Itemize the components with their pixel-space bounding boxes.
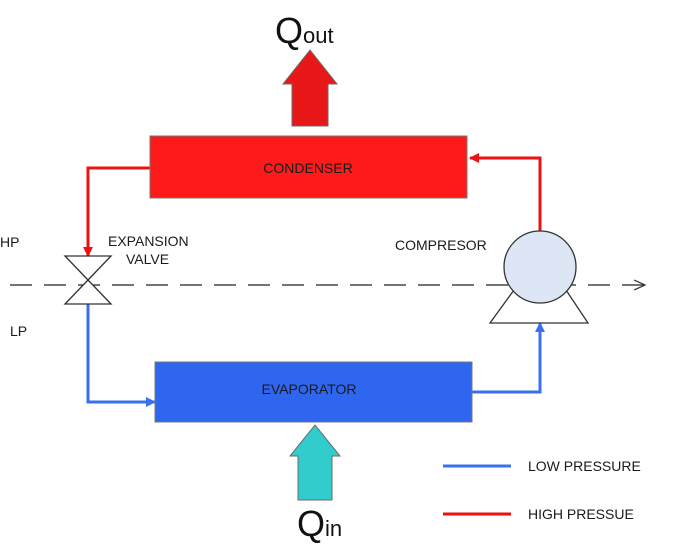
legend: LOW PRESSURE HIGH PRESSUE <box>443 458 641 522</box>
evaporator-box <box>154 361 473 423</box>
q-out-arrow <box>281 49 339 127</box>
legend-low-pressure-label: LOW PRESSURE <box>528 458 641 474</box>
high-pressure-line-condenser-to-valve <box>83 166 150 257</box>
q-out-subscript: out <box>303 23 334 48</box>
q-out-main: Q <box>275 10 303 51</box>
q-in-arrow <box>288 424 342 501</box>
expansion-valve-label-line1: EXPANSION <box>108 233 189 249</box>
expansion-valve-icon <box>63 255 113 305</box>
q-in-main: Q <box>297 503 325 544</box>
condenser-label: CONDENSER <box>263 160 352 176</box>
high-pressure-line-compressor-to-condenser <box>469 153 542 232</box>
evaporator-label: EVAPORATOR <box>262 381 357 397</box>
low-pressure-line-evaporator-to-compressor <box>472 322 545 394</box>
low-pressure-side-label: LP <box>10 323 27 339</box>
compressor-icon <box>488 230 590 324</box>
q-in-subscript: in <box>325 516 342 541</box>
low-pressure-line-valve-to-evaporator <box>86 304 156 407</box>
expansion-valve-label-line2: VALVE <box>126 251 169 267</box>
condenser-box <box>149 135 468 199</box>
q-out-label: Qout <box>275 10 334 51</box>
q-in-label: Qin <box>297 503 342 544</box>
high-pressure-side-label: HP <box>0 234 19 250</box>
compressor-label: COMPRESOR <box>395 237 487 253</box>
legend-high-pressure-label: HIGH PRESSUE <box>528 506 634 522</box>
